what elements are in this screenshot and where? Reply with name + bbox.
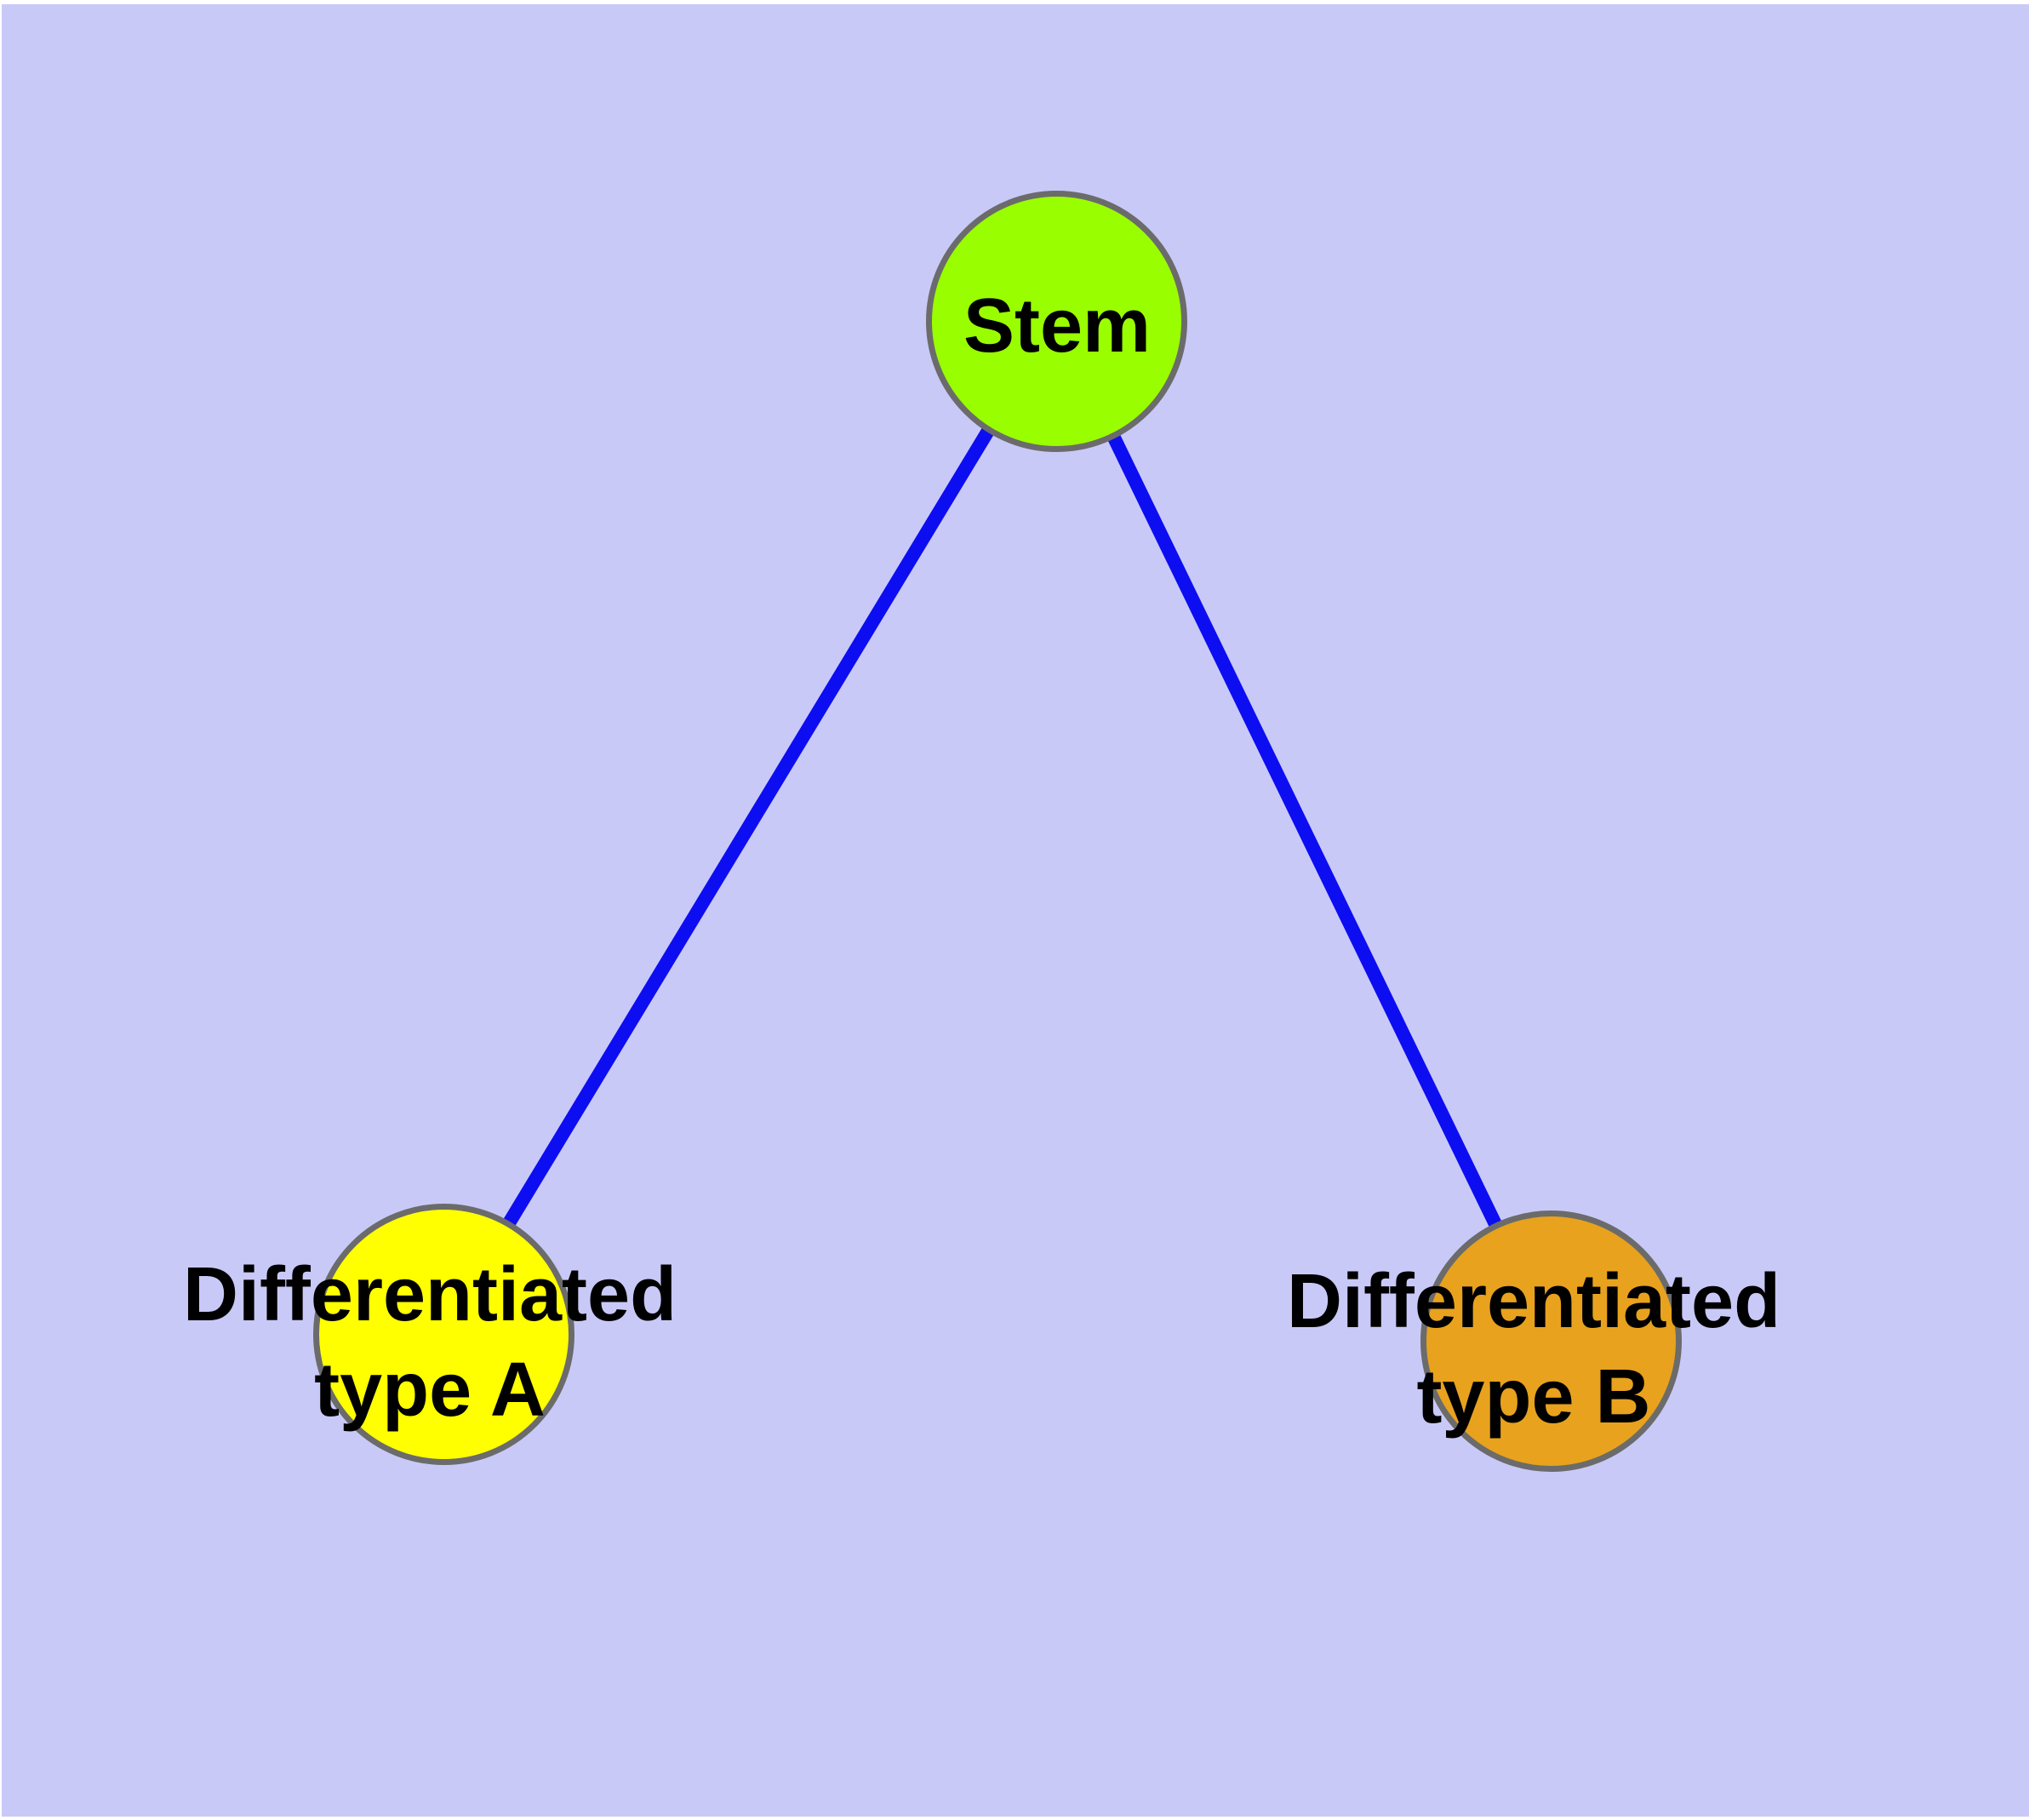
- node-differentiated-type-a-circle: [313, 1204, 574, 1465]
- node-stem-circle: [926, 191, 1187, 452]
- graph-edges-layer: [437, 314, 1557, 1342]
- node-differentiated-type-b-label: Differentiated type B: [1287, 1254, 1780, 1445]
- node-differentiated-type-b-label-line2: type B: [1416, 1354, 1651, 1439]
- edge-stem-to-typeB: [1049, 315, 1557, 1342]
- edge-stem-to-typeA: [437, 314, 1062, 1336]
- node-differentiated-type-a-label-line2: type A: [314, 1348, 546, 1433]
- node-differentiated-type-a-label-line1: Differentiated: [182, 1252, 677, 1337]
- diagram-canvas: Stem Differentiated type A Differentiate…: [2, 4, 2029, 1817]
- node-differentiated-type-a-label: Differentiated type A: [183, 1247, 677, 1438]
- node-differentiated-type-b-circle: [1420, 1210, 1682, 1472]
- node-differentiated-type-b-label-line1: Differentiated: [1286, 1259, 1781, 1344]
- node-stem-label: Stem: [963, 283, 1152, 369]
